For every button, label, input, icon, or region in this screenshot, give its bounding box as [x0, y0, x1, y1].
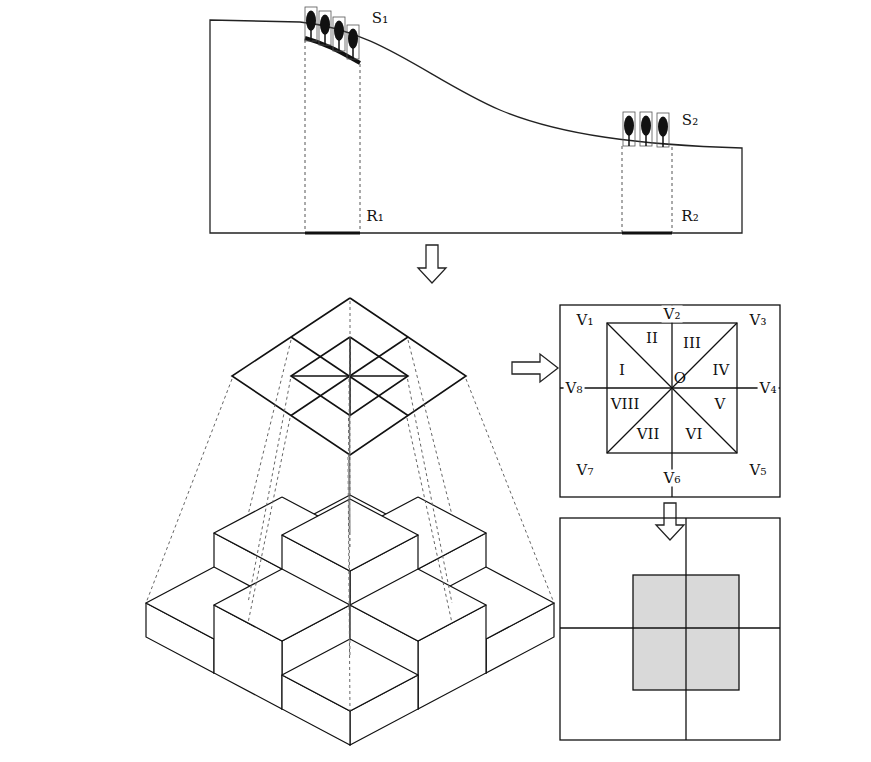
- hollow-arrow: [418, 245, 446, 283]
- tree-frame: [333, 17, 345, 51]
- cell-label: III: [683, 336, 701, 351]
- cell-label: V₁: [577, 313, 594, 328]
- site-label: S₂: [682, 113, 698, 128]
- cell-label: O: [674, 371, 686, 386]
- site-label: R₁: [366, 209, 383, 224]
- site-label: S₁: [372, 11, 388, 26]
- projection-line: [407, 418, 452, 623]
- tree-crown: [320, 14, 330, 34]
- site-label: R₂: [681, 209, 698, 224]
- cell-label: IV: [713, 363, 730, 378]
- region-line: [305, 232, 360, 235]
- tree-frame: [319, 11, 331, 45]
- projection-line: [408, 340, 452, 515]
- slope-section: [210, 20, 742, 233]
- cell-label: V₄: [758, 380, 779, 397]
- tree-crown: [334, 20, 344, 40]
- cell-label: V₂: [662, 306, 683, 323]
- projection-line: [248, 340, 291, 515]
- tree-crown: [641, 115, 651, 135]
- result-grid: [560, 518, 780, 740]
- projection-lines: [305, 40, 672, 233]
- projection-line: [349, 340, 351, 549]
- tree-crown: [624, 115, 634, 135]
- tree-trunk: [352, 47, 354, 59]
- tree-frame: [305, 7, 317, 41]
- cell-label: V₃: [750, 313, 767, 328]
- terrain-face: [350, 569, 486, 641]
- cell-label: V₆: [662, 470, 683, 487]
- tree-trunk: [338, 39, 340, 51]
- region-line: [622, 232, 672, 235]
- cell-label: V₈: [564, 380, 585, 397]
- cell-label: V₅: [750, 463, 767, 478]
- trees: [305, 7, 669, 147]
- terrain-face: [214, 569, 350, 641]
- tree-frame: [623, 112, 635, 146]
- cell-label: II: [646, 331, 658, 346]
- tree-trunk: [662, 135, 664, 147]
- projection-line: [466, 379, 554, 603]
- projection-line: [248, 418, 290, 623]
- hollow-arrow: [656, 503, 684, 540]
- window-grid: [560, 305, 780, 497]
- projection-line: [146, 379, 232, 603]
- cell-label: V₇: [577, 463, 594, 478]
- cell-label: V: [715, 397, 726, 412]
- tree-trunk: [645, 134, 647, 146]
- cell-label: VIII: [611, 397, 640, 412]
- tree-frame: [640, 112, 652, 146]
- projection-line: [349, 418, 351, 657]
- cell-label: VI: [686, 427, 703, 442]
- tree-trunk: [628, 134, 630, 146]
- cell-label: VII: [637, 427, 660, 442]
- cell-label: I: [619, 363, 625, 378]
- tree-crown: [306, 10, 316, 30]
- tree-trunk: [310, 29, 312, 41]
- tree-frame: [657, 113, 669, 147]
- hollow-arrow: [512, 354, 558, 382]
- projection-lines: [146, 301, 554, 711]
- tree-frame: [347, 25, 359, 59]
- tree-trunk: [324, 33, 326, 45]
- tree-crown: [348, 28, 358, 48]
- projection-line: [248, 379, 291, 603]
- tree-crown: [658, 116, 668, 136]
- projection-line: [408, 379, 453, 603]
